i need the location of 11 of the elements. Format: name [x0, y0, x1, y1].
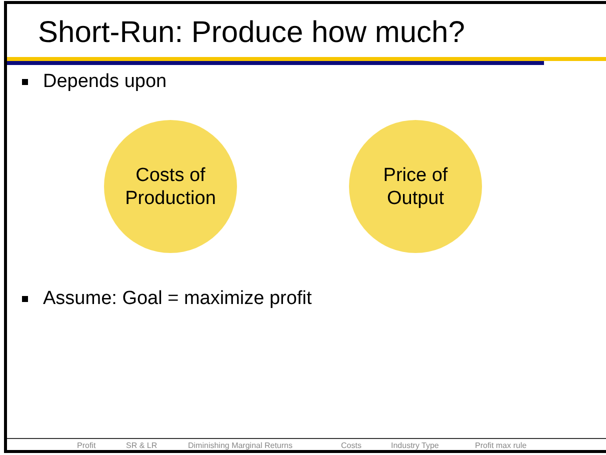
footer-link: Profit [77, 441, 96, 451]
node-text: Costs of Production [124, 164, 217, 210]
node-text: Price of Output [382, 164, 449, 210]
bullet-text: Assume: Goal = maximize profit [43, 288, 312, 310]
footer-link: Diminishing Marginal Returns [188, 441, 292, 451]
footer-link: Industry Type [391, 441, 439, 451]
footer-link: Profit max rule [475, 441, 527, 451]
footer-link: SR & LR [126, 441, 158, 451]
title: Short-Run: Produce how much? [38, 15, 465, 51]
footer-link: Costs [341, 441, 362, 451]
bullet-text: Depends upon [43, 71, 167, 93]
